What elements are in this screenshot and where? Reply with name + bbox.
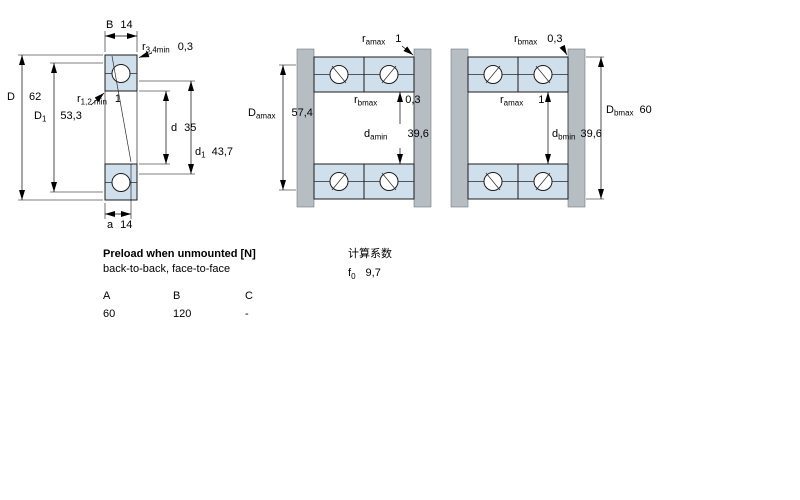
preload-val-b: 120 (173, 308, 192, 320)
leader-line (90, 92, 105, 106)
f0-row: f0 9,7 (348, 267, 392, 283)
f0-value: 9,7 (365, 267, 381, 279)
leader-line (401, 45, 414, 56)
contact-angle-lines (485, 172, 551, 191)
contact-angle-lines (331, 65, 397, 84)
leader-line (138, 51, 153, 58)
preload-col-b: B (173, 290, 181, 302)
preload-title: Preload when unmounted [N] (103, 248, 256, 260)
preload-col-c: C (245, 290, 253, 302)
contact-angle-lines (331, 172, 397, 191)
preload-col-a: A (103, 290, 111, 302)
ball (111, 173, 131, 192)
factors-title: 计算系数 (348, 248, 392, 260)
bore-silhouette (313, 92, 415, 164)
preload-subtitle: back-to-back, face-to-face (103, 263, 231, 275)
extension-lines (139, 80, 195, 175)
bore-silhouette (104, 91, 138, 164)
extension-lines (50, 62, 103, 193)
extension-lines (139, 90, 170, 165)
preload-val-c: - (245, 308, 249, 320)
bore-silhouette (467, 92, 569, 164)
extension-lines (104, 31, 138, 52)
abutment-shoulder-left (450, 48, 469, 208)
preload-val-a: 60 (103, 308, 116, 320)
preload-header-row: A B C (103, 290, 315, 303)
f0-symbol: f (348, 267, 352, 279)
ball (111, 64, 131, 83)
abutment-shoulder-left (296, 48, 315, 208)
extension-lines (18, 54, 103, 201)
calculation-factors-section: 计算系数 f0 9,7 (348, 248, 392, 283)
f0-subscript: 0 (351, 272, 356, 282)
contact-angle-lines (485, 65, 551, 84)
contact-angle-line (111, 55, 132, 163)
preload-section: Preload when unmounted [N] back-to-back,… (103, 248, 315, 321)
outer-ring-section-bottom (104, 163, 138, 201)
extension-lines (279, 64, 296, 191)
preload-value-row: 60 120 - (103, 308, 315, 321)
leader-line (559, 44, 568, 56)
